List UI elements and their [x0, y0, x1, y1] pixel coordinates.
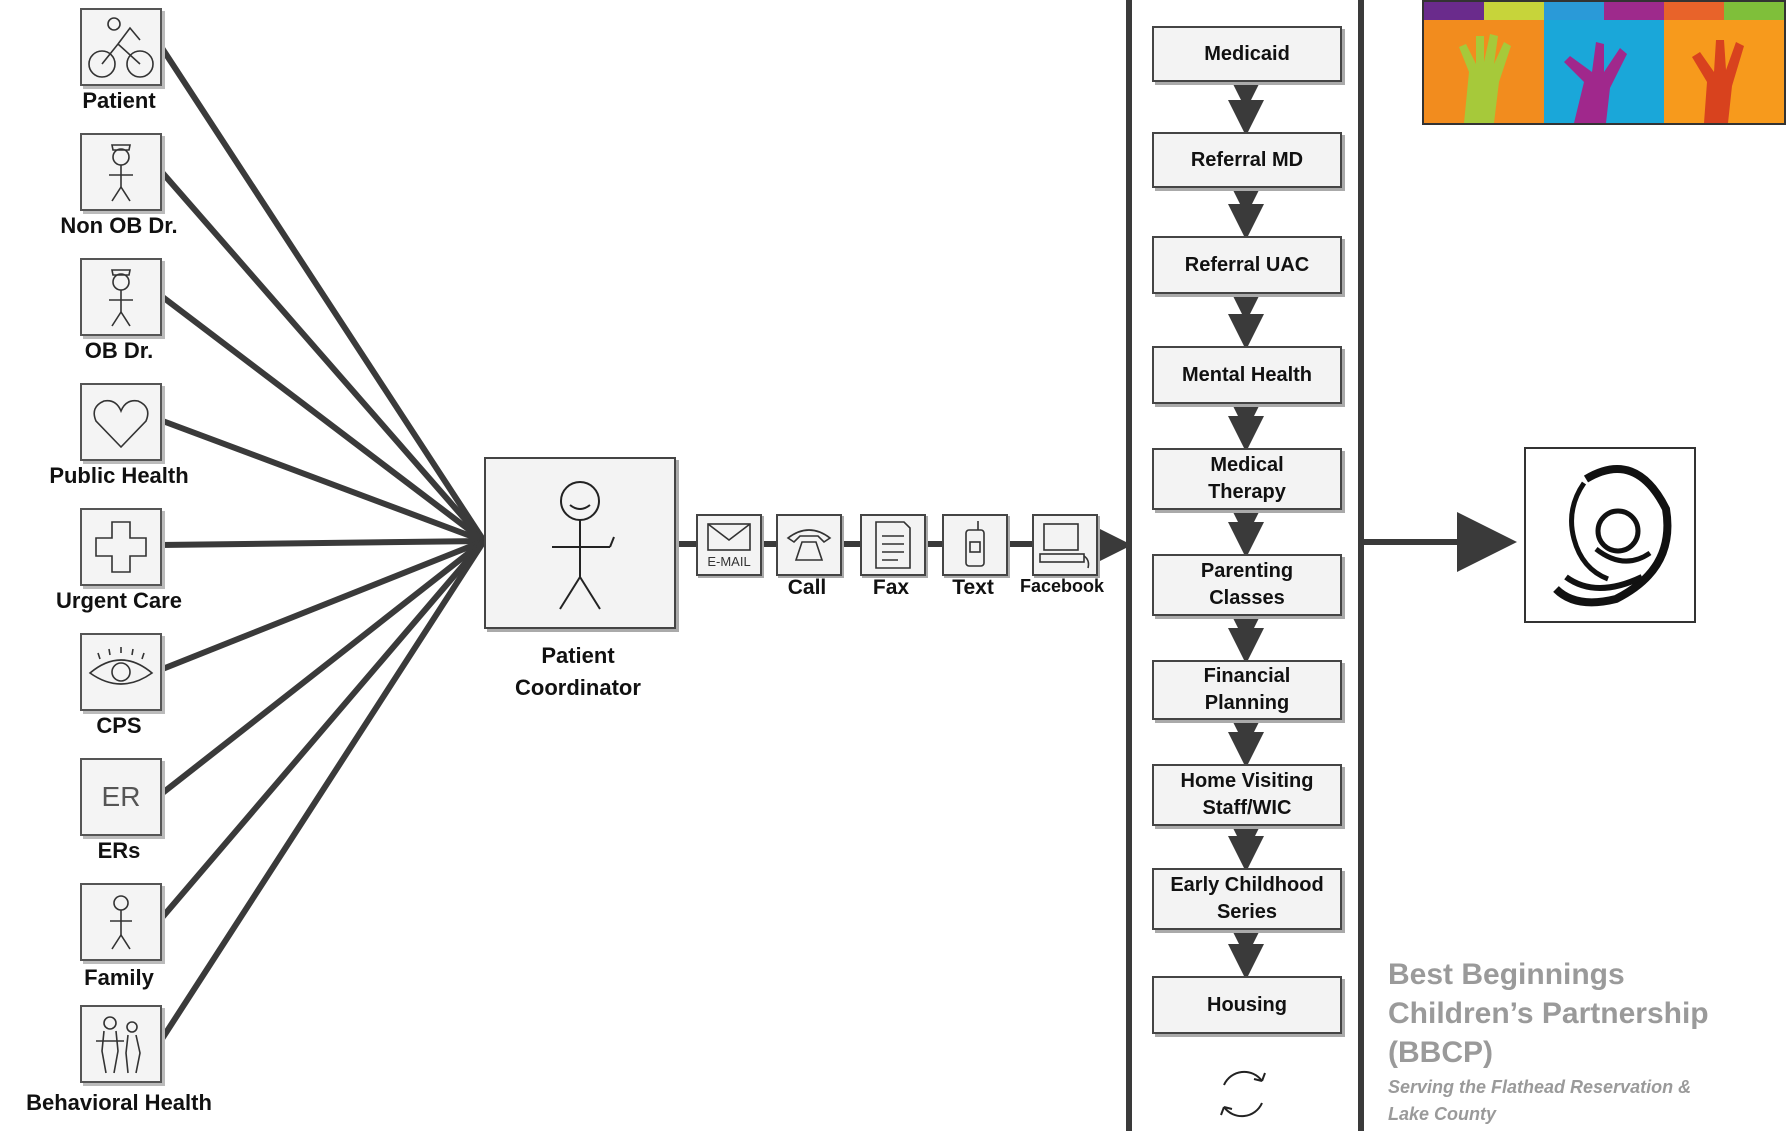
computer-icon [1032, 514, 1098, 576]
source-label-8: Behavioral Health [26, 1090, 212, 1115]
person-icon [80, 883, 162, 961]
envelope-icon: E-MAIL [696, 514, 762, 576]
service-box-0: Medicaid [1152, 26, 1342, 82]
service-box-6: Financial Planning [1152, 660, 1342, 720]
people-icon [80, 1005, 162, 1083]
service-box-8: Early Childhood Series [1152, 868, 1342, 930]
organization-subtitle-line-2: Lake County [1388, 1104, 1497, 1124]
patient-coordinator-box [484, 457, 676, 629]
service-box-5: Parenting Classes [1152, 554, 1342, 616]
connector-line [158, 538, 486, 798]
cycle-arrows-icon [1220, 1070, 1266, 1118]
source-label-1: Non OB Dr. [60, 213, 178, 238]
source-label-3: Public Health [49, 463, 189, 488]
service-box-4: Medical Therapy [1152, 448, 1342, 510]
stick-figure-icon [552, 481, 615, 610]
connector-line [158, 538, 486, 673]
svg-text:ER: ER [102, 781, 141, 812]
source-label-0: Patient [82, 88, 156, 113]
telephone-icon [776, 514, 842, 576]
organization-block: Best Beginnings Children’s Partnership (… [1388, 955, 1778, 1128]
service-box-7: Home Visiting Staff/WIC [1152, 764, 1342, 826]
connector-line [157, 168, 487, 543]
colorful-hands-logo [1422, 0, 1786, 125]
er-text-icon: ER [80, 758, 162, 836]
doctor-icon [80, 258, 162, 336]
channel-label-2: Fax [872, 576, 910, 599]
channel-label-3: Text [952, 576, 994, 599]
doctor-icon [80, 133, 162, 211]
eye-icon [80, 633, 162, 711]
service-box-9: Housing [1152, 976, 1342, 1034]
mother-and-baby-icon [1524, 447, 1696, 623]
service-box-2: Referral UAC [1152, 236, 1342, 294]
heart-icon [80, 383, 162, 461]
channel-label-4: Facebook [1019, 576, 1105, 596]
organization-name-line-2: Children’s Partnership [1388, 997, 1709, 1030]
organization-name-line-1: Best Beginnings [1388, 958, 1625, 991]
service-box-1: Referral MD [1152, 132, 1342, 188]
patient-coordinator-label: Patient Coordinator [515, 643, 641, 700]
connector-line [157, 539, 487, 922]
bicycle-icon [80, 8, 162, 86]
svg-text:E-MAIL: E-MAIL [707, 554, 750, 569]
connector-line [159, 538, 485, 548]
connector-line [157, 539, 487, 1044]
source-label-4: Urgent Care [56, 588, 182, 613]
document-icon [860, 514, 926, 576]
cross-icon [80, 508, 162, 586]
source-label-2: OB Dr. [84, 338, 154, 363]
mobile-phone-icon [942, 514, 1008, 576]
channel-label-1: Call [787, 576, 827, 599]
source-label-7: Family [84, 965, 154, 990]
organization-name-line-3: (BBCP) [1388, 1036, 1493, 1069]
organization-subtitle-line-1: Serving the Flathead Reservation & [1388, 1077, 1692, 1097]
source-label-6: ERs [97, 838, 141, 863]
service-box-3: Mental Health [1152, 346, 1342, 404]
connector-line [157, 43, 487, 543]
connector-line [158, 417, 486, 544]
connector-line [158, 292, 486, 544]
source-label-5: CPS [96, 713, 142, 738]
